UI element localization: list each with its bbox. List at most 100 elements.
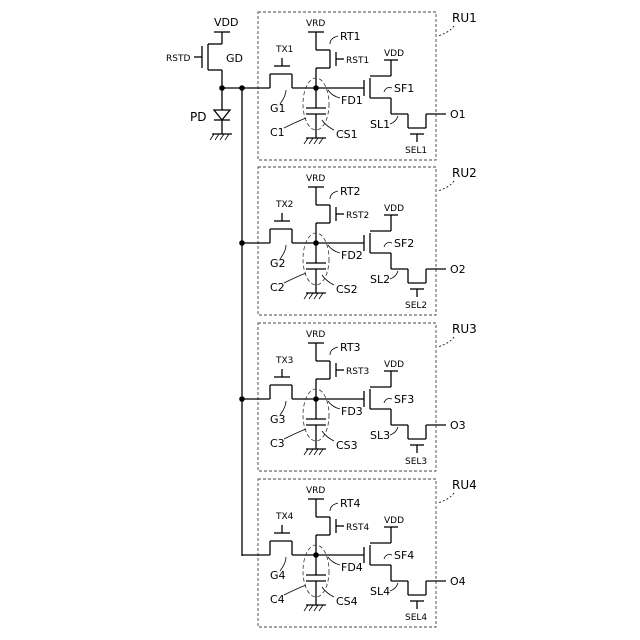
unit-reset-transistor	[316, 50, 344, 88]
unit-vdd-label: VDD	[384, 516, 404, 526]
unit-select-transistor	[391, 581, 446, 609]
unit-fd-label: FD1	[341, 94, 363, 107]
unit-capacitor-symbol	[306, 555, 326, 605]
unit-rt-label: RT4	[340, 497, 361, 510]
unit-ground-symbol	[304, 605, 326, 611]
unit-ru-label: RU1	[452, 11, 477, 25]
unit-reset-transistor	[316, 205, 344, 243]
unit-source-follower	[364, 543, 391, 581]
unit-transfer-transistor	[242, 58, 316, 88]
unit-rt-leader	[330, 503, 338, 511]
unit-transfer-transistor	[242, 369, 316, 399]
readout-unit-1: RU1 VRD RT1 RST1 TX1 G1	[242, 11, 477, 160]
unit-sl-label: SL2	[370, 273, 390, 286]
unit-sl-label: SL3	[370, 429, 390, 442]
unit-rst-label: RST2	[346, 211, 369, 221]
unit-cs-label: CS1	[336, 128, 358, 141]
unit-ground-symbol	[304, 449, 326, 455]
unit-o-label: O3	[450, 419, 466, 432]
unit-tx-label: TX1	[275, 45, 293, 55]
unit-fd-leader	[328, 401, 340, 409]
global-section: VDD RSTD GD PD	[166, 16, 245, 556]
unit-vrd-rail	[308, 187, 324, 205]
unit-sf-leader	[384, 243, 392, 248]
unit-ru-leader	[438, 337, 454, 347]
unit-sf-leader	[384, 399, 392, 404]
unit-source-follower	[364, 76, 391, 114]
unit-c-label: C1	[270, 126, 285, 139]
unit-source-follower	[364, 231, 391, 269]
unit-c-label: C3	[270, 437, 285, 450]
unit-g-label: G4	[270, 569, 286, 582]
unit-fd-leader	[328, 90, 340, 98]
unit-g-label: G3	[270, 413, 286, 426]
unit-vrd-label: VRD	[306, 19, 325, 29]
unit-tx-label: TX3	[275, 356, 293, 366]
unit-vdd-label: VDD	[384, 360, 404, 370]
readout-units: RU1 VRD RT1 RST1 TX1 G1	[242, 11, 477, 627]
unit-cs-label: CS3	[336, 439, 358, 452]
unit-ru-leader	[438, 181, 454, 191]
unit-g-label: G2	[270, 257, 286, 270]
readout-unit-2: RU2 VRD RT2 RST2 TX2 G2	[242, 166, 477, 315]
unit-fd-leader	[328, 245, 340, 253]
unit-cs-label: CS2	[336, 283, 358, 296]
unit-sf-leader	[384, 555, 392, 560]
unit-rt-leader	[330, 191, 338, 199]
unit-capacitor-symbol	[306, 399, 326, 449]
unit-ru-leader	[438, 493, 454, 503]
unit-c-leader	[284, 429, 306, 439]
readout-unit-4: RU4 VRD RT4 RST4 TX4 G4	[242, 478, 477, 627]
unit-g-label: G1	[270, 102, 286, 115]
unit-rt-label: RT1	[340, 30, 361, 43]
rstd-label: RSTD	[166, 54, 190, 64]
unit-tx-label: TX4	[275, 512, 294, 522]
unit-fd-leader	[328, 557, 340, 565]
unit-o-label: O2	[450, 263, 466, 276]
unit-sl-leader	[390, 427, 398, 435]
unit-vrd-rail	[308, 343, 324, 361]
vdd-label-global: VDD	[214, 16, 238, 29]
unit-c-leader	[284, 118, 306, 128]
unit-vrd-label: VRD	[306, 174, 325, 184]
unit-c-label: C4	[270, 593, 285, 606]
unit-o-label: O1	[450, 108, 466, 121]
unit-capacitor-symbol	[306, 88, 326, 138]
unit-rst-label: RST4	[346, 523, 369, 533]
unit-sf-label: SF4	[394, 549, 414, 562]
unit-o-label: O4	[450, 575, 466, 588]
gd-transistor	[194, 44, 222, 88]
unit-fd-label: FD4	[341, 561, 363, 574]
unit-sl-label: SL4	[370, 585, 390, 598]
unit-c-leader	[284, 273, 306, 283]
unit-ru-label: RU4	[452, 478, 477, 492]
ground-symbol-pd	[210, 134, 232, 140]
unit-rst-label: RST3	[346, 367, 369, 377]
unit-transfer-transistor	[242, 213, 316, 243]
unit-tx-label: TX2	[275, 200, 293, 210]
unit-reset-transistor	[316, 517, 344, 555]
unit-sl-leader	[390, 271, 398, 279]
unit-ground-symbol	[304, 138, 326, 144]
unit-vdd-rail	[384, 215, 398, 231]
unit-sl-leader	[390, 583, 398, 591]
unit-vdd-rail	[384, 371, 398, 387]
unit-ru-label: RU3	[452, 322, 477, 336]
unit-sf-leader	[384, 88, 392, 93]
unit-sf-label: SF3	[394, 393, 414, 406]
gd-label: GD	[226, 52, 243, 65]
unit-vdd-rail	[384, 527, 398, 543]
unit-sf-label: SF2	[394, 237, 414, 250]
unit-sel-label: SEL3	[405, 457, 427, 467]
photodiode-symbol	[214, 106, 230, 134]
unit-sel-label: SEL2	[405, 301, 427, 311]
unit-sl-leader	[390, 116, 398, 124]
unit-select-transistor	[391, 269, 446, 297]
unit-c-label: C2	[270, 281, 285, 294]
unit-sel-label: SEL4	[405, 613, 427, 623]
unit-cs-label: CS4	[336, 595, 358, 608]
pd-label: PD	[190, 110, 206, 124]
unit-vrd-label: VRD	[306, 330, 325, 340]
unit-ru-leader	[438, 26, 454, 36]
